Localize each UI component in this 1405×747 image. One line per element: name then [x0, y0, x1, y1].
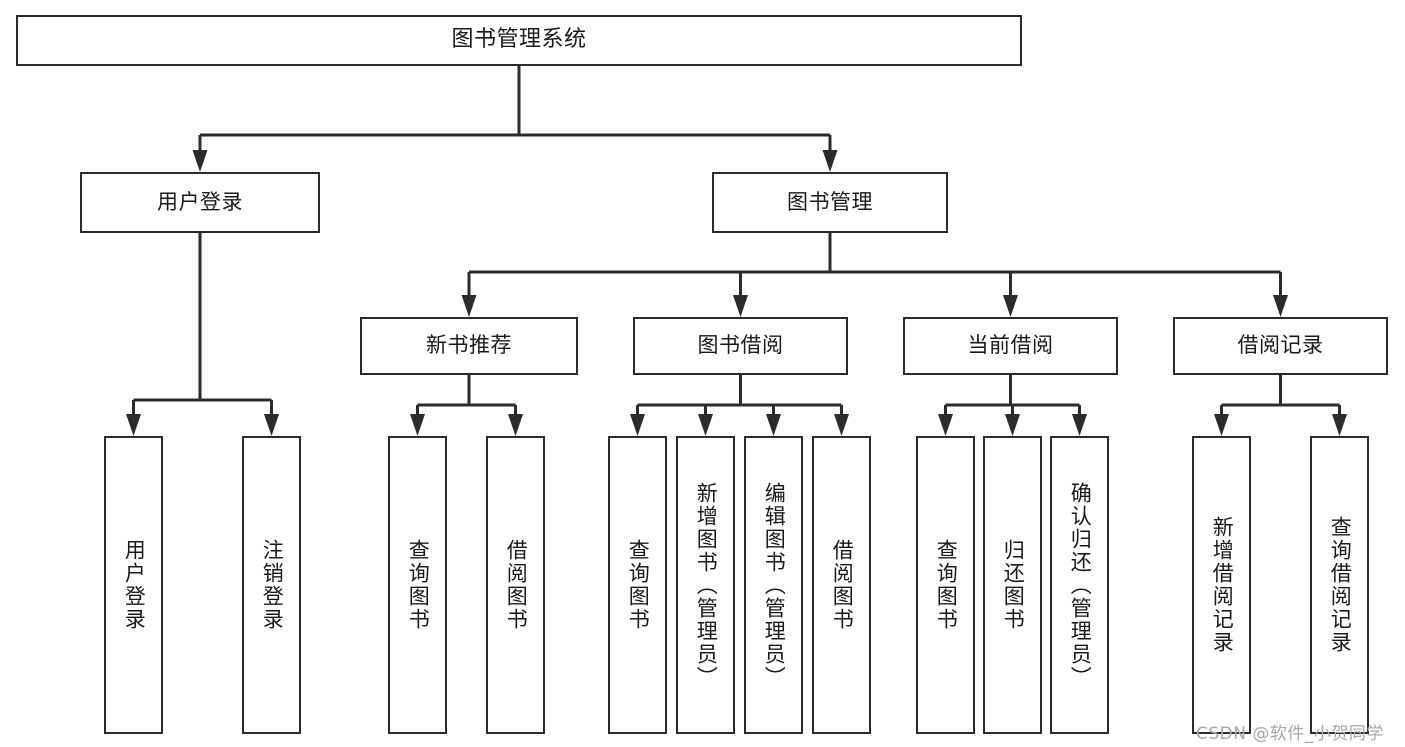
- arrowhead-icon: [410, 414, 425, 436]
- node-label: 查询图书: [626, 539, 651, 631]
- node-leaf_user_login[interactable]: 用户登录: [104, 436, 163, 734]
- node-label: 借阅图书: [830, 539, 855, 631]
- node-nb_borrow[interactable]: 借阅图书: [486, 436, 545, 734]
- arrowhead-icon: [1072, 414, 1087, 436]
- node-label: 图书借阅: [697, 333, 784, 358]
- arrowhead-icon: [461, 295, 477, 317]
- node-cb_return[interactable]: 归还图书: [983, 436, 1042, 734]
- connector-lines: [126, 66, 1347, 436]
- node-label: 图书管理: [787, 189, 873, 214]
- arrowhead-icon: [264, 414, 279, 436]
- node-label: 用户登录: [122, 539, 147, 631]
- node-leaf_user_logout[interactable]: 注销登录: [242, 436, 301, 734]
- arrowhead-icon: [508, 414, 523, 436]
- arrowhead-icon: [698, 414, 713, 436]
- arrowhead-icon: [766, 414, 781, 436]
- node-label: 编辑图书（管理员）: [762, 481, 787, 689]
- node-bb_borrow[interactable]: 借阅图书: [812, 436, 871, 734]
- node-label: 查询借阅记录: [1328, 516, 1353, 654]
- arrowhead-icon: [733, 295, 748, 317]
- node-root[interactable]: 图书管理系统: [16, 15, 1022, 66]
- node-cb_query[interactable]: 查询图书: [916, 436, 975, 734]
- node-bb_add[interactable]: 新增图书（管理员）: [676, 436, 735, 734]
- node-borrow_record[interactable]: 借阅记录: [1173, 317, 1388, 375]
- node-label: 确认归还（管理员）: [1068, 481, 1093, 689]
- node-label: 用户登录: [157, 189, 243, 214]
- node-bb_edit[interactable]: 编辑图书（管理员）: [744, 436, 803, 734]
- node-book_borrow[interactable]: 图书借阅: [633, 317, 848, 375]
- node-user_login[interactable]: 用户登录: [80, 172, 320, 233]
- arrowhead-icon: [1214, 414, 1229, 436]
- arrowhead-icon: [834, 414, 849, 436]
- arrowhead-icon: [822, 150, 838, 172]
- arrowhead-icon: [126, 414, 141, 436]
- node-label: 归还图书: [1001, 539, 1026, 631]
- node-label: 查询图书: [934, 539, 959, 631]
- arrowhead-icon: [938, 414, 953, 436]
- node-current_borrow[interactable]: 当前借阅: [903, 317, 1118, 375]
- node-label: 图书管理系统: [451, 27, 587, 53]
- node-label: 注销登录: [260, 539, 285, 631]
- arrowhead-icon: [192, 150, 208, 172]
- node-nb_query[interactable]: 查询图书: [388, 436, 447, 734]
- arrowhead-icon: [1003, 295, 1018, 317]
- node-book_mgmt[interactable]: 图书管理: [712, 172, 948, 233]
- node-label: 新书推荐: [426, 333, 512, 358]
- node-label: 借阅记录: [1237, 333, 1324, 358]
- node-br_query[interactable]: 查询借阅记录: [1310, 436, 1369, 734]
- node-bb_query[interactable]: 查询图书: [608, 436, 667, 734]
- node-br_add[interactable]: 新增借阅记录: [1192, 436, 1251, 734]
- arrowhead-icon: [1273, 295, 1288, 317]
- node-label: 新增借阅记录: [1210, 516, 1235, 654]
- node-label: 借阅图书: [504, 539, 529, 631]
- node-new_book_rec[interactable]: 新书推荐: [360, 317, 578, 375]
- node-label: 当前借阅: [967, 333, 1054, 358]
- node-label: 新增图书（管理员）: [694, 481, 719, 689]
- arrowhead-icon: [1005, 414, 1020, 436]
- arrowhead-icon: [630, 414, 645, 436]
- arrowhead-icon: [1332, 414, 1347, 436]
- node-cb_confirm[interactable]: 确认归还（管理员）: [1050, 436, 1109, 734]
- node-label: 查询图书: [406, 539, 431, 631]
